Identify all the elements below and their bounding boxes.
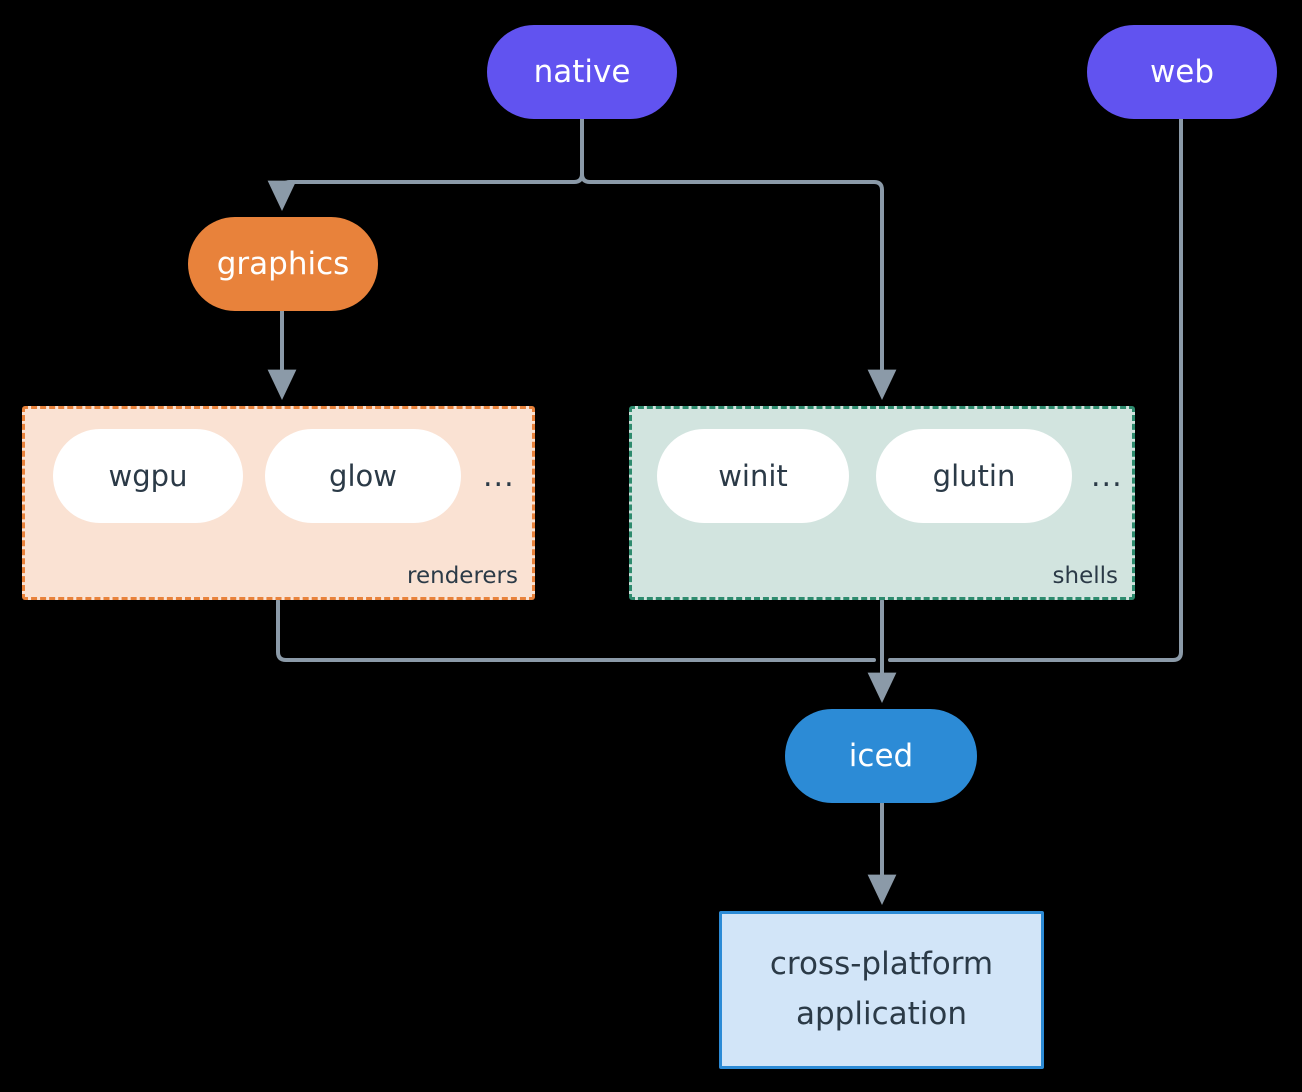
shells-more-ellipsis: ... xyxy=(1091,459,1123,494)
edge-native-to-graphics xyxy=(267,117,584,212)
node-graphics-label: graphics xyxy=(216,246,350,282)
edge-native-to-shells xyxy=(580,117,897,401)
node-glow-label: glow xyxy=(329,459,397,493)
application-label-line1: cross-platform xyxy=(769,946,994,983)
node-winit-label: winit xyxy=(718,459,788,493)
node-web[interactable]: web xyxy=(1087,25,1277,119)
node-glow[interactable]: glow xyxy=(265,429,461,523)
node-cross-platform-application[interactable]: cross-platform application xyxy=(719,911,1044,1069)
node-graphics[interactable]: graphics xyxy=(188,217,378,311)
node-iced[interactable]: iced xyxy=(785,709,977,803)
node-native[interactable]: native xyxy=(487,25,677,119)
node-winit[interactable]: winit xyxy=(657,429,849,523)
node-wgpu[interactable]: wgpu xyxy=(53,429,243,523)
group-shells-label: shells xyxy=(1052,563,1118,589)
edge-renderers-to-iced xyxy=(276,599,876,662)
renderers-more-ellipsis: ... xyxy=(483,459,515,494)
node-iced-label: iced xyxy=(848,738,914,774)
node-wgpu-label: wgpu xyxy=(108,459,188,493)
edge-web-to-iced xyxy=(888,117,1183,662)
node-native-label: native xyxy=(533,54,631,90)
node-web-label: web xyxy=(1149,54,1215,90)
group-renderers: wgpu glow ... renderers xyxy=(22,406,535,600)
node-glutin[interactable]: glutin xyxy=(876,429,1072,523)
group-shells: winit glutin ... shells xyxy=(629,406,1135,600)
group-renderers-label: renderers xyxy=(407,563,518,589)
application-label-line2: application xyxy=(796,996,967,1032)
node-glutin-label: glutin xyxy=(932,459,1016,493)
